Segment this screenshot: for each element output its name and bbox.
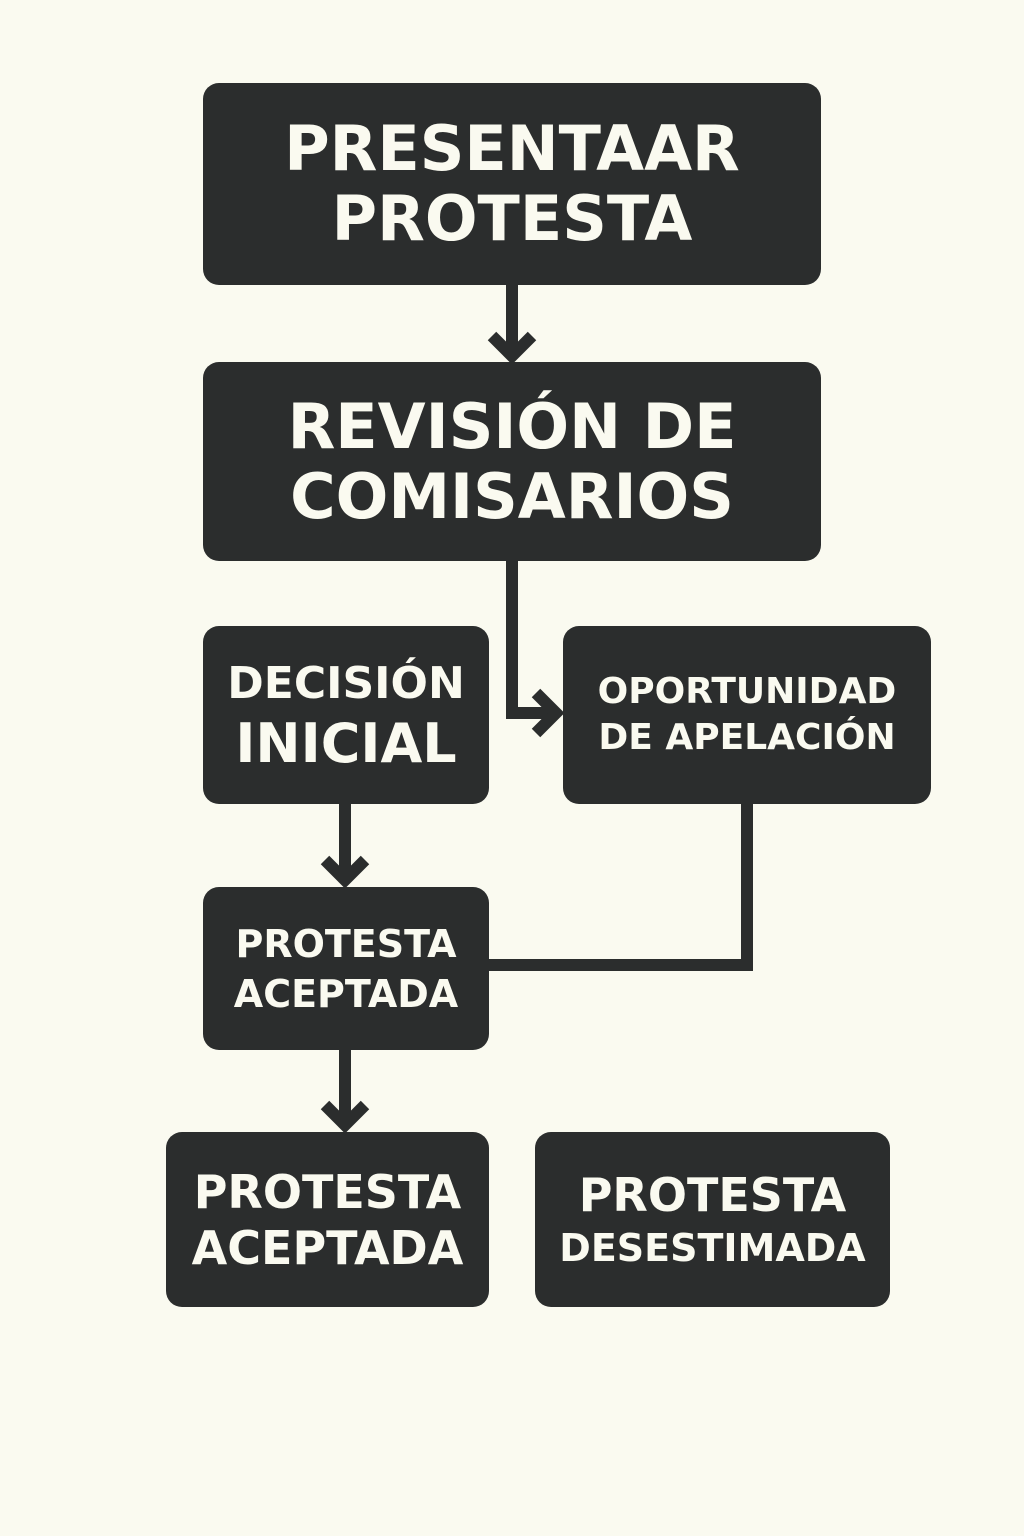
node-label-line2: PROTESTA (331, 182, 693, 255)
node-label-line2: INICIAL (235, 712, 457, 775)
node-label-line2: ACEPTADA (191, 1220, 464, 1275)
arrowhead-aceptada-1 (320, 855, 370, 889)
arrowhead-aceptada-2 (320, 1100, 370, 1134)
node-revision-comisarios: REVISIÓN DE COMISARIOS (203, 362, 821, 561)
node-protesta-aceptada: PROTESTA ACEPTADA (203, 887, 489, 1050)
node-label-line1: PROTESTA (193, 1164, 462, 1219)
node-decision-inicial: DECISIÓN INICIAL (203, 626, 489, 804)
node-label-line2: DE APELACIÓN (598, 717, 896, 758)
node-protesta-desestimada: PROTESTA DESESTIMADA (535, 1132, 890, 1307)
node-label-line2: COMISARIOS (290, 459, 734, 533)
node-label-line1: PROTESTA (235, 921, 457, 966)
connector-apelacion-to-aceptada (489, 804, 753, 971)
node-label-line1: REVISIÓN DE (287, 389, 737, 463)
node-label-line2: ACEPTADA (233, 971, 459, 1016)
node-label-line1: OPORTUNIDAD (597, 671, 897, 712)
node-label-line1: PRESENTAAR (284, 112, 740, 185)
node-label-line1: PROTESTA (578, 1167, 847, 1222)
node-presentar-protesta: PRESENTAAR PROTESTA (203, 83, 821, 285)
arrowhead-revision (487, 331, 537, 365)
node-label-line1: DECISIÓN (227, 658, 465, 709)
node-label-line2: DESESTIMADA (559, 1225, 866, 1270)
node-oportunidad-apelacion: OPORTUNIDAD DE APELACIÓN (563, 626, 931, 804)
node-protesta-aceptada-final: PROTESTA ACEPTADA (166, 1132, 489, 1307)
arrowhead-apelacion (531, 688, 565, 738)
connector-revision-to-apelacion (506, 561, 556, 719)
